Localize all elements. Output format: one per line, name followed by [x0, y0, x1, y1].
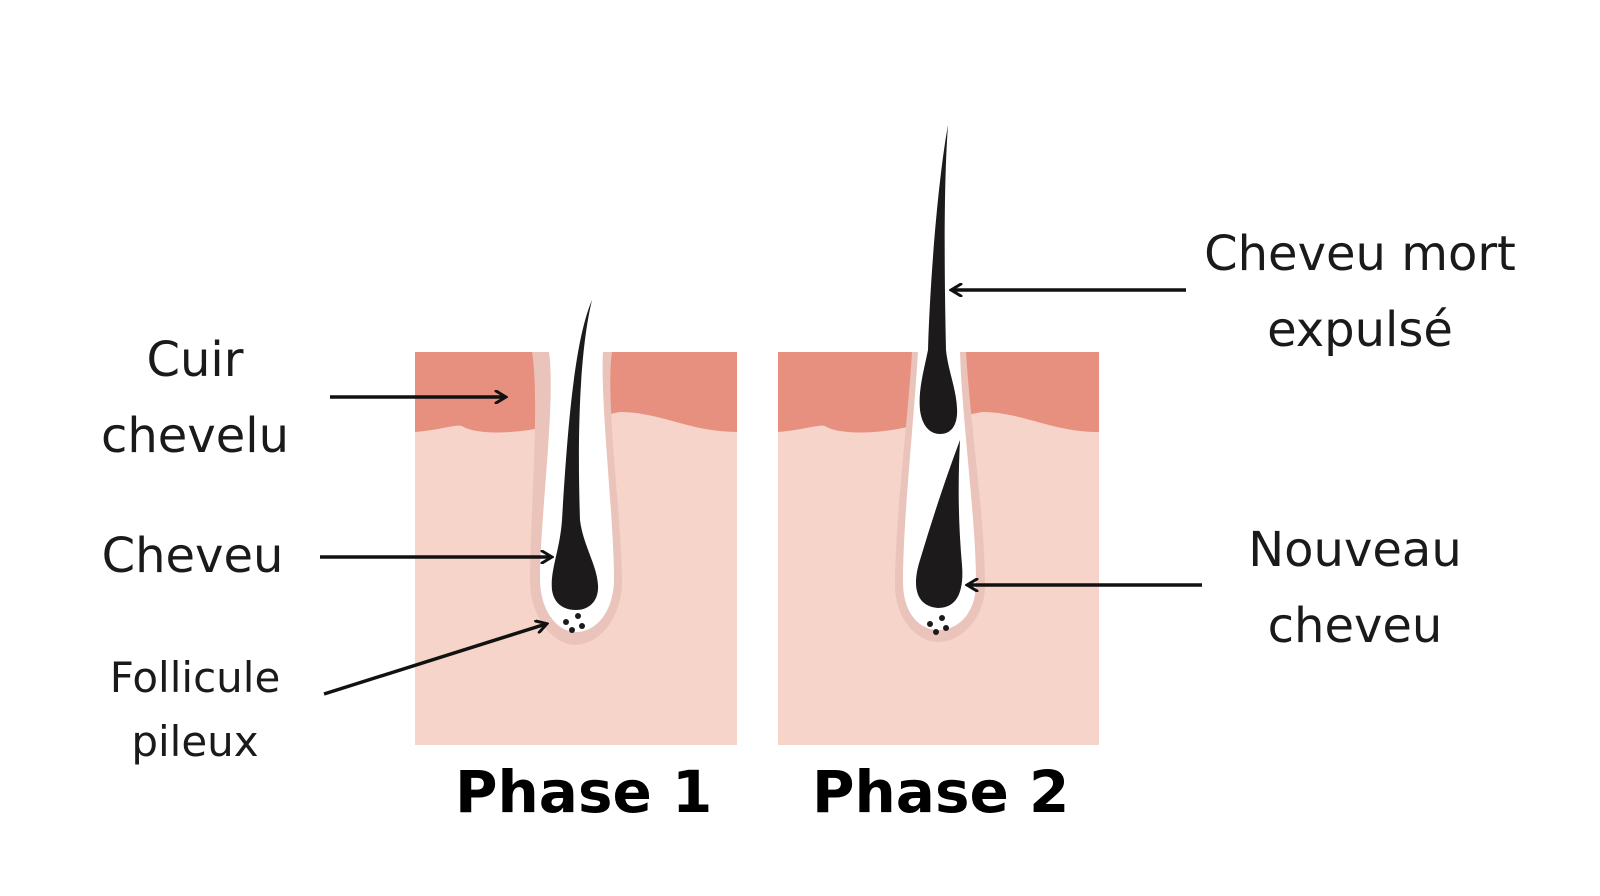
label-new-hair-line1: Nouveau: [1248, 522, 1462, 578]
label-follicle-line2: pileux: [131, 717, 259, 766]
arrow-follicle: [323, 624, 546, 696]
papilla-dots: [927, 615, 949, 635]
papilla-dots: [563, 613, 585, 633]
phase-2-title: Phase 2: [812, 758, 1070, 826]
label-follicle: Follicule pileux: [90, 646, 300, 774]
dead-hair: [919, 125, 958, 434]
new-hair: [915, 440, 963, 608]
label-new-hair: Nouveau cheveu: [1215, 512, 1495, 664]
phase-2-panel: [778, 125, 1099, 745]
label-hair: Cheveu: [101, 528, 284, 584]
hair: [551, 300, 599, 610]
label-follicle-line1: Follicule: [109, 653, 281, 702]
label-dead-hair-line2: expulsé: [1267, 302, 1453, 358]
label-dead-hair: Cheveu mort expulsé: [1190, 216, 1530, 368]
phase-1-title: Phase 1: [455, 758, 713, 826]
label-dead-hair-line1: Cheveu mort: [1204, 226, 1516, 282]
label-new-hair-line2: cheveu: [1267, 598, 1443, 654]
label-scalp-line1: Cuir: [146, 332, 244, 388]
label-scalp-line2: chevelu: [100, 408, 290, 464]
label-scalp: Cuir chevelu: [80, 322, 310, 474]
phase-1-panel: [415, 300, 737, 745]
